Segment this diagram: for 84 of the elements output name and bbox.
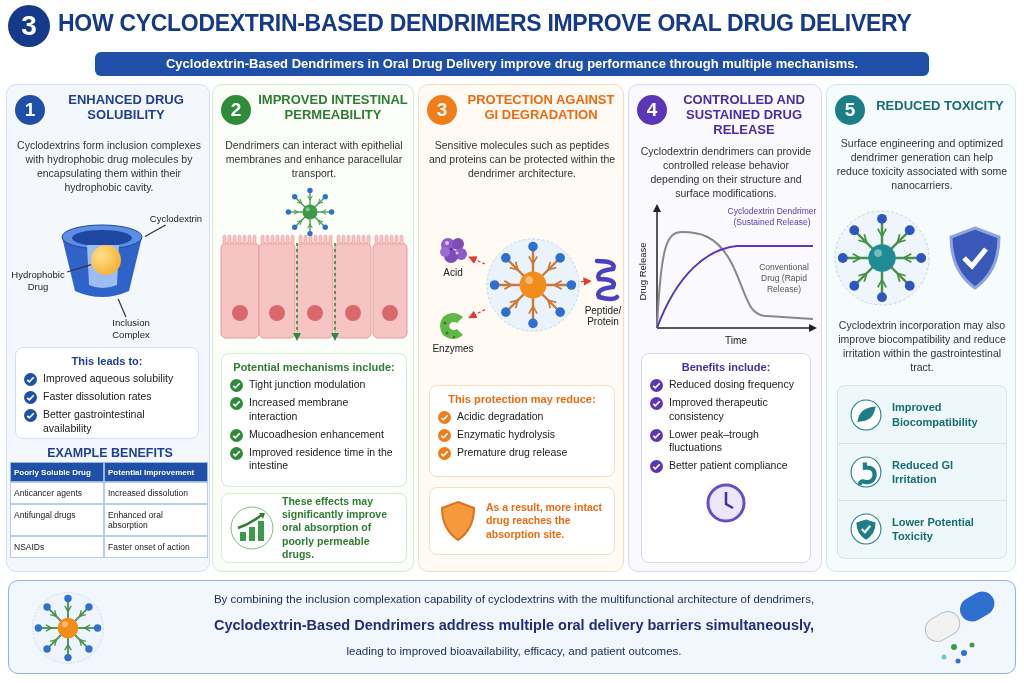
leader-line xyxy=(144,224,167,238)
table-cell: Antifungal drugs xyxy=(10,504,104,536)
info-box xyxy=(221,353,407,487)
number-badge: 2 xyxy=(221,95,251,125)
list-item: Lower Potential Toxicity xyxy=(892,514,975,544)
table-cell: Increased dissolution xyxy=(104,482,208,504)
list-item: Increased membrane interaction xyxy=(249,396,350,424)
callout-label: Inclusion Complex xyxy=(103,317,159,341)
panel-heading: CONTROLLED AND SUSTAINED DRUG RELEASE xyxy=(682,93,806,138)
info-box xyxy=(837,385,1007,559)
panel-heading: REDUCED TOXICITY xyxy=(875,99,1005,114)
list-item: Improved therapeutic consistency xyxy=(669,396,769,424)
number-badge: 5 xyxy=(835,95,865,125)
panel-heading: ENHANCED DRUG SOLUBILITY xyxy=(67,93,185,123)
section-heading: EXAMPLE BENEFITS xyxy=(46,446,174,460)
callout-label: Hydrophobic Drug xyxy=(9,269,67,293)
node-label: Acid xyxy=(442,267,464,278)
series-label: Cyclodextrin Dendrimer (Sustained Release) xyxy=(726,206,818,229)
summary-text: leading to improved bioavailability, efficacy, and patient outcomes. xyxy=(345,645,683,657)
table-cell: Anticancer agents xyxy=(10,482,104,504)
list-item: Improved aqueous solubility xyxy=(43,372,174,386)
dendrimer-drawing xyxy=(485,237,581,333)
panel-card xyxy=(418,84,624,572)
box-heading: Potential mechanisms include: xyxy=(232,360,396,375)
banner xyxy=(95,52,929,76)
list-item: Enzymatic hydrolysis xyxy=(457,428,556,442)
number-badge: 1 xyxy=(15,95,45,125)
table-cell: Faster onset of action xyxy=(104,536,208,558)
callout-label: Cyclodextrin xyxy=(145,213,207,225)
panel-card xyxy=(212,84,414,572)
axis-title: Time xyxy=(724,335,748,346)
table-cell: Enhanced oral absorption xyxy=(104,504,208,536)
list-item: Better gastrointestinal availability xyxy=(43,408,146,436)
panel-heading: PROTECTION AGAINST GI DEGRADATION xyxy=(466,93,616,123)
box-heading: Benefits include: xyxy=(680,360,772,375)
summary-banner xyxy=(8,580,1016,674)
list-item: Lower peak–trough fluctuations xyxy=(669,427,760,455)
box-heading: This leads to: xyxy=(70,354,144,369)
arrow xyxy=(468,256,486,265)
note-text: As a result, more intact drug reaches the absorption site. xyxy=(486,501,604,541)
summary-text: Cyclodextrin-Based Dendrimers address multiple oral delivery barriers simultaneously, xyxy=(212,617,816,633)
arrow xyxy=(580,277,592,286)
number-badge: 3 xyxy=(8,5,50,47)
list-item: Mucoadhesion enhancement xyxy=(249,427,384,442)
axis-title: Drug Release xyxy=(636,241,648,303)
table-header-cell: Poorly Soluble Drug xyxy=(10,462,104,482)
list-item: Acidic degradation xyxy=(457,410,544,424)
info-box xyxy=(15,347,199,439)
list-item: Premature drug release xyxy=(457,446,568,460)
list-item: Reduced GI Irritation xyxy=(892,457,955,487)
list-item: Improved Biocompatibility xyxy=(892,400,979,429)
leader-line xyxy=(117,298,127,318)
list-item: Tight junction modulation xyxy=(249,378,366,392)
description-text: Dendrimers can interact with epithelial membranes and enhance paracellular transport. xyxy=(224,139,404,181)
number-badge: 3 xyxy=(427,95,457,125)
leader-line xyxy=(66,264,92,273)
list-item: Improved residence time in the intestine xyxy=(249,445,394,473)
info-box xyxy=(429,487,615,555)
table-header-cell: Potential Improvement xyxy=(104,462,208,482)
number-badge: 4 xyxy=(637,95,667,125)
panel-heading: IMPROVED INTESTINAL PERMEABILITY xyxy=(257,93,409,123)
node-label: Peptide/ Protein xyxy=(583,305,623,327)
description-text: Cyclodextrin dendrimers can provide controlled release behavior depending on their structure and surface modifications. xyxy=(639,145,813,201)
panel-card xyxy=(628,84,822,572)
summary-text: By combining the inclusion complexation capability of cyclodextrins with the multifunctional architecture of dendrimers, xyxy=(212,593,816,605)
panel-card xyxy=(826,84,1016,572)
info-box xyxy=(641,353,811,563)
node-label: Enzymes xyxy=(431,343,475,354)
box-heading: This protection may reduce: xyxy=(447,392,597,407)
table-cell: NSAIDs xyxy=(10,536,104,558)
info-box xyxy=(221,493,407,563)
list-item: Faster dissolution rates xyxy=(43,390,152,404)
description-text: Surface engineering and optimized dendrimer generation can help reduce toxicity associated with some nanocarriers. xyxy=(835,137,1009,193)
list-item: Better patient compliance xyxy=(669,458,788,473)
description-text: Cyclodextrin incorporation may also improve biocompatibility and reduce irritation within the gastrointestinal tract. xyxy=(837,319,1007,375)
series-label: Conventional Drug (Rapid Release) xyxy=(758,262,810,296)
info-box xyxy=(429,385,615,477)
arrow xyxy=(468,309,486,319)
list-item: Reduced dosing frequency xyxy=(669,378,794,392)
note-text: These effects may significantly improve oral absorption of poorly permeable drugs. xyxy=(282,495,389,561)
banner-text: Cyclodextrin-Based Dendrimers in Oral Drug Delivery improve drug performance through multiple mechanisms. xyxy=(165,55,859,73)
page-title: HOW CYCLODEXTRIN-BASED DENDRIMERS IMPROVE ORAL DRUG DELIVERY xyxy=(58,10,913,37)
description-text: Cyclodextrins form inclusion complexes with hydrophobic drug molecules by encapsulating them within their hydrophobic cavity. xyxy=(16,139,202,195)
description-text: Sensitive molecules such as peptides and proteins can be protected within the dendrimer architecture. xyxy=(427,139,617,181)
